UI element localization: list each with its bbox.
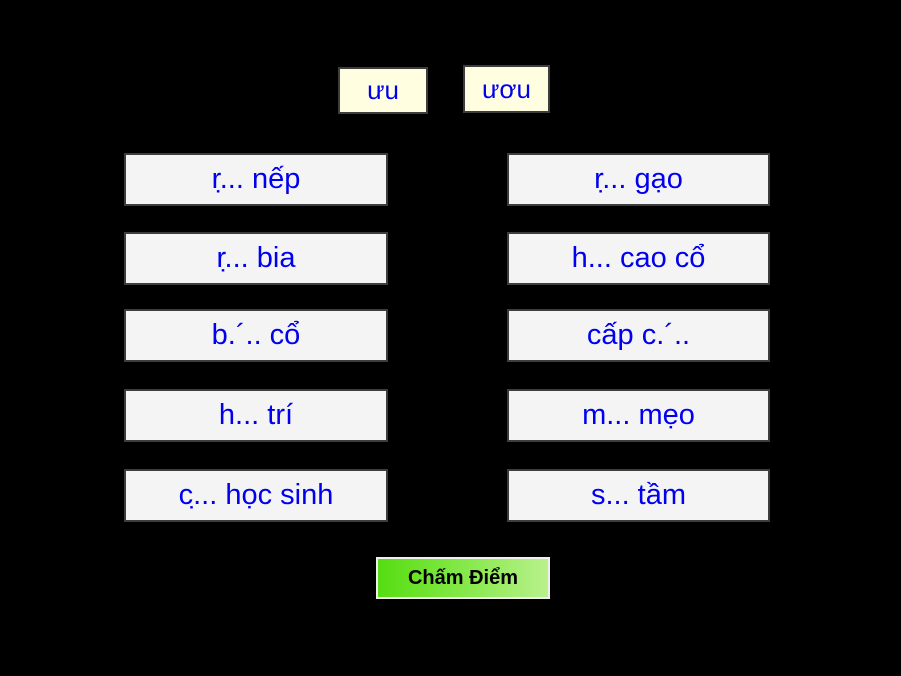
word-blank-left-3[interactable]: b.´.. cổ	[124, 309, 388, 362]
word-blank-right-5[interactable]: s... tầm	[507, 469, 770, 522]
word-blank-right-4[interactable]: m... mẹo	[507, 389, 770, 442]
word-blank-left-1[interactable]: r.̣.. nếp	[124, 153, 388, 206]
grade-button[interactable]: Chấm Điểm	[376, 557, 550, 599]
word-blank-left-4[interactable]: h... trí	[124, 389, 388, 442]
answer-tile-uou[interactable]: ươu	[463, 65, 550, 113]
word-blank-right-3[interactable]: cấp c.´..	[507, 309, 770, 362]
word-blank-right-1[interactable]: r.̣.. gạo	[507, 153, 770, 206]
word-blank-left-5[interactable]: c.̣.. học sinh	[124, 469, 388, 522]
word-blank-left-2[interactable]: r.̣.. bia	[124, 232, 388, 285]
answer-tile-uu[interactable]: ưu	[338, 67, 428, 114]
word-blank-right-2[interactable]: h... cao cổ	[507, 232, 770, 285]
